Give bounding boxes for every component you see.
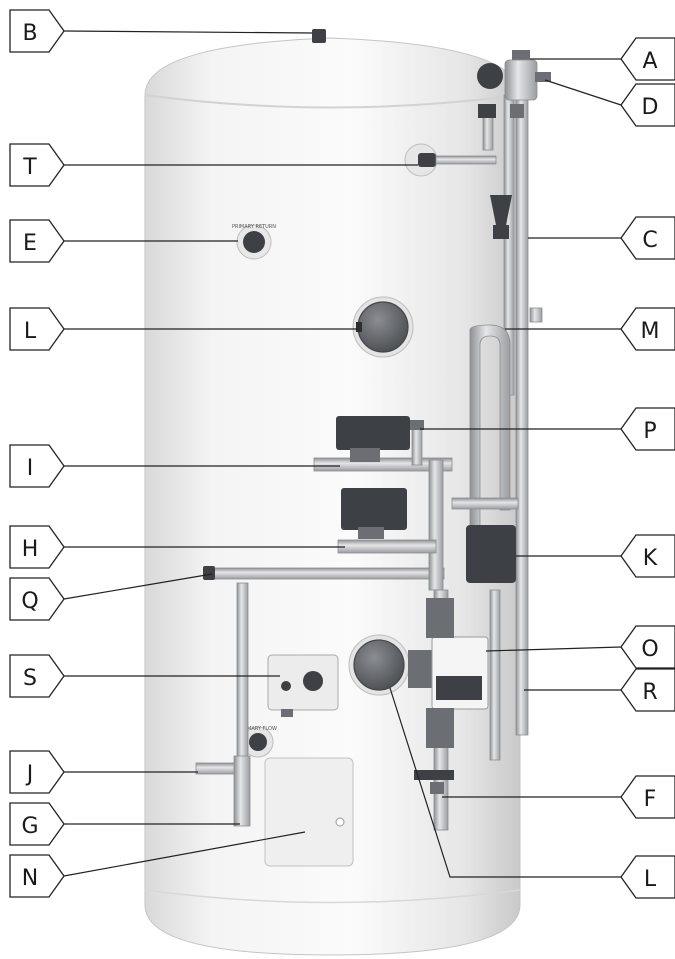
left-pipework	[195, 566, 445, 827]
label-n: N	[22, 866, 38, 891]
drain-valve	[414, 770, 454, 794]
label-e: E	[23, 231, 37, 256]
primary-return-text: PRIMARY RETURN	[232, 224, 276, 230]
callout-a: A	[530, 37, 675, 81]
label-callouts: B T E L I H Q	[9, 9, 675, 899]
terminal-cover	[264, 757, 354, 867]
immersion-heater-upper	[352, 296, 414, 358]
callout-p: P	[420, 407, 675, 451]
label-g: G	[21, 814, 38, 839]
label-l-lower: L	[644, 867, 657, 892]
primary-flow-text: PRIMARY FLOW	[239, 726, 277, 732]
callout-b: B	[9, 9, 313, 53]
immersion-heater-lower	[348, 634, 410, 696]
label-c: C	[642, 228, 657, 253]
label-f: F	[644, 787, 657, 812]
tundish	[490, 195, 512, 239]
expansion-relief-valve	[466, 525, 516, 583]
label-h: H	[22, 537, 39, 562]
callout-m: M	[505, 307, 675, 351]
callout-k: K	[516, 534, 675, 578]
zone-valve-upper	[336, 416, 410, 462]
circulating-pump	[408, 598, 489, 748]
callout-q: Q	[9, 573, 213, 621]
callout-j: J	[9, 750, 198, 794]
callout-g: G	[9, 802, 240, 846]
label-d: D	[642, 95, 659, 120]
label-t: T	[22, 155, 37, 180]
inlet-control-group	[477, 50, 551, 118]
label-l-upper: L	[24, 319, 37, 344]
callout-t: T	[9, 143, 418, 187]
label-s: S	[23, 666, 37, 691]
callout-s: S	[9, 654, 280, 698]
callout-l-upper: L	[9, 307, 358, 351]
label-m: M	[641, 319, 660, 344]
label-p: P	[643, 419, 656, 444]
label-j: J	[25, 762, 34, 787]
callout-e: E	[9, 219, 238, 263]
callout-f: F	[442, 775, 675, 819]
callout-h: H	[9, 525, 345, 569]
callout-c: C	[528, 216, 675, 260]
primary-return-boss: PRIMARY RETURN	[232, 224, 276, 260]
sensor-boss	[404, 143, 497, 177]
callout-i: I	[9, 444, 340, 488]
callout-r: R	[524, 668, 675, 712]
zone-valve-lower	[341, 488, 407, 539]
thermostat-box	[267, 654, 339, 717]
callout-n: N	[9, 831, 306, 898]
top-outlet-boss	[312, 29, 326, 43]
label-b: B	[22, 21, 37, 46]
callout-l-lower: L	[389, 687, 675, 899]
callout-o: O	[485, 625, 675, 669]
label-a: A	[642, 49, 657, 74]
label-i: I	[27, 456, 34, 481]
central-pipework	[313, 420, 453, 591]
label-q: Q	[21, 589, 38, 614]
label-k: K	[643, 546, 658, 571]
callout-d: D	[544, 79, 675, 127]
label-o: O	[641, 637, 658, 662]
right-pipework	[433, 54, 543, 831]
primary-flow-boss: PRIMARY FLOW	[239, 726, 277, 758]
label-r: R	[642, 680, 657, 705]
